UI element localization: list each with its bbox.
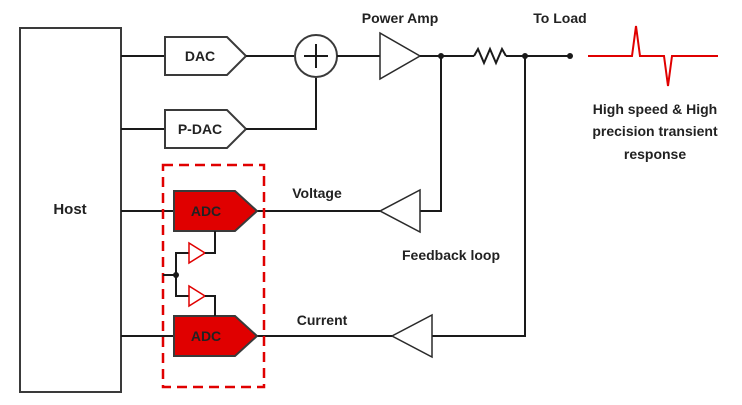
current-buffer-triangle — [390, 313, 433, 359]
voltage-buffer-triangle — [378, 188, 421, 234]
driver-triangle-bottom — [188, 284, 207, 308]
driver-top-to-adc-wire — [205, 231, 216, 254]
power-amp-label: Power Amp — [362, 10, 439, 26]
sense-resistor — [473, 46, 507, 66]
response-line-3: response — [624, 146, 686, 162]
response-line-1: High speed & High — [593, 101, 717, 117]
current-feedback-wire — [432, 56, 526, 337]
current-label: Current — [297, 312, 348, 328]
current-adc-block — [173, 315, 259, 357]
voltage-adc-label: ADC — [191, 203, 221, 219]
power-amp-triangle — [379, 31, 422, 81]
response-line-2: precision transient — [592, 123, 718, 139]
voltage-adc-block — [173, 190, 259, 232]
feedback-loop-label: Feedback loop — [402, 247, 500, 263]
pdac-to-summer-wire — [246, 78, 317, 130]
node-to-load — [567, 53, 573, 59]
dac-block — [164, 36, 248, 76]
driver-feed-wire-top — [175, 252, 189, 275]
driver-bottom-to-adc-wire — [205, 295, 216, 316]
host-block — [19, 27, 122, 393]
current-adc-label: ADC — [191, 328, 221, 344]
host-label: Host — [53, 201, 86, 218]
dac-label: DAC — [185, 48, 215, 64]
transient-waveform — [588, 25, 718, 87]
voltage-label: Voltage — [292, 185, 342, 201]
driver-feed-wire-bottom — [175, 275, 189, 297]
driver-triangle-top — [188, 241, 207, 265]
pdac-block — [164, 109, 248, 149]
to-load-label: To Load — [533, 10, 586, 26]
voltage-feedback-wire — [420, 56, 442, 212]
pdac-label: P-DAC — [178, 121, 222, 137]
driver-node — [173, 272, 179, 278]
